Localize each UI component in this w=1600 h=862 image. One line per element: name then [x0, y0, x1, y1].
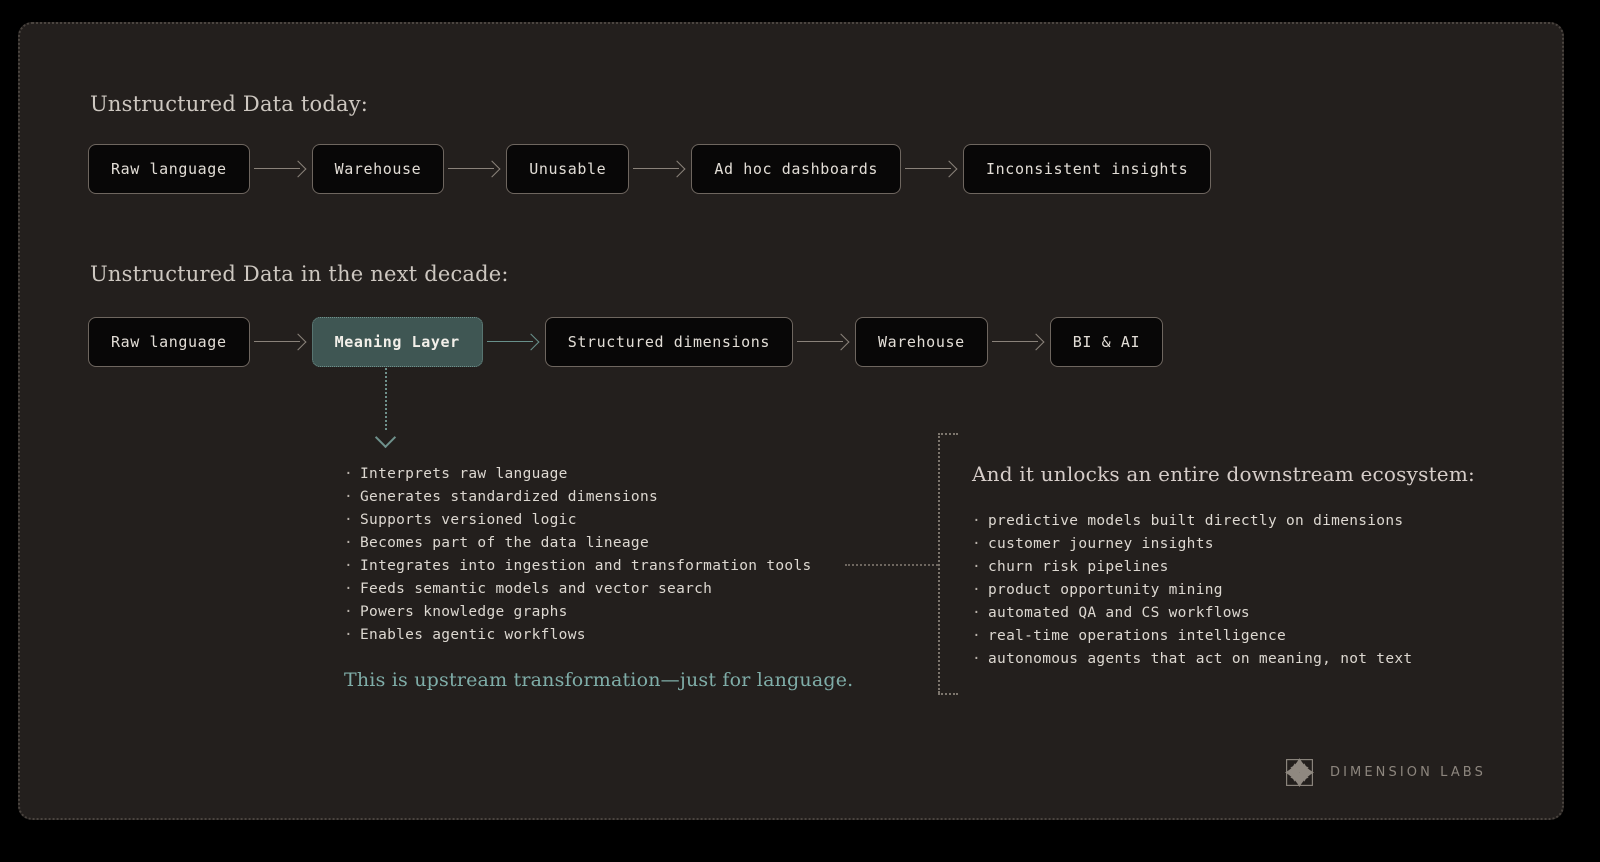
meaning-layer-dotted-connector	[385, 368, 387, 430]
flow-node-raw-language-future[interactable]: Raw language	[88, 317, 250, 367]
downstream-bracket	[938, 433, 940, 693]
upstream-transformation-note: This is upstream transformation—just for…	[344, 669, 854, 691]
bullet-icon: ·	[972, 628, 982, 644]
list-item: · Powers knowledge graphs	[344, 601, 904, 624]
slide-panel	[18, 22, 1564, 820]
bullet-icon: ·	[972, 513, 982, 529]
bullet-icon: ·	[972, 559, 982, 575]
list-item-label: real-time operations intelligence	[988, 628, 1287, 644]
bracket-cap-top	[938, 433, 958, 435]
bracket-feed-connector	[845, 564, 938, 566]
meaning-layer-bullet-list: · Interprets raw language · Generates stan…	[344, 463, 904, 647]
flow-arrow-icon	[901, 160, 963, 178]
bullet-icon: ·	[972, 536, 982, 552]
bullet-icon: ·	[344, 627, 354, 643]
list-item: · Generates standardized dimensions	[344, 486, 904, 509]
flow-arrow-icon	[250, 160, 312, 178]
flow-row-future: Raw language Meaning Layer Structured di…	[88, 317, 1164, 367]
list-item-label: Becomes part of the data lineage	[360, 535, 649, 551]
list-item-label: product opportunity mining	[988, 582, 1223, 598]
flow-arrow-icon	[988, 333, 1050, 351]
list-item-label: Supports versioned logic	[360, 512, 577, 528]
list-item: · Integrates into ingestion and transform…	[344, 555, 904, 578]
bracket-cap-bottom	[938, 693, 958, 695]
bullet-icon: ·	[344, 581, 354, 597]
list-item-label: automated QA and CS workflows	[988, 605, 1250, 621]
section-heading-future: Unstructured Data in the next decade:	[90, 262, 509, 286]
list-item-label: Interprets raw language	[360, 466, 568, 482]
list-item: · customer journey insights	[972, 533, 1532, 556]
bullet-icon: ·	[344, 489, 354, 505]
downstream-ecosystem: And it unlocks an entire downstream ecos…	[972, 462, 1532, 671]
bullet-icon: ·	[972, 605, 982, 621]
downstream-heading: And it unlocks an entire downstream ecos…	[972, 462, 1475, 486]
flow-node-inconsistent-insights[interactable]: Inconsistent insights	[963, 144, 1212, 194]
list-item-label: autonomous agents that act on meaning, n…	[988, 651, 1413, 667]
bullet-icon: ·	[972, 651, 982, 667]
section-heading-today: Unstructured Data today:	[90, 92, 369, 116]
bullet-icon: ·	[344, 535, 354, 551]
list-item: · Supports versioned logic	[344, 509, 904, 532]
flow-arrow-icon	[793, 333, 855, 351]
list-item: · automated QA and CS workflows	[972, 602, 1532, 625]
flow-node-structured-dimensions[interactable]: Structured dimensions	[544, 317, 794, 367]
list-item: · autonomous agents that act on meaning, …	[972, 648, 1532, 671]
flow-arrow-icon	[444, 160, 506, 178]
bullet-icon: ·	[344, 512, 354, 528]
list-item-label: predictive models built directly on dime…	[988, 513, 1404, 529]
flow-node-warehouse[interactable]: Warehouse	[311, 144, 445, 194]
flow-node-warehouse-future[interactable]: Warehouse	[855, 317, 988, 367]
flow-arrow-icon	[250, 333, 312, 351]
bullet-icon: ·	[972, 582, 982, 598]
list-item: · Enables agentic workflows	[344, 624, 904, 647]
flow-node-meaning-layer[interactable]: Meaning Layer	[311, 317, 483, 367]
list-item: · real-time operations intelligence	[972, 625, 1532, 648]
list-item: · churn risk pipelines	[972, 556, 1532, 579]
list-item-label: churn risk pipelines	[988, 559, 1169, 575]
dimension-labs-logo-icon	[1285, 758, 1314, 787]
list-item: · predictive models built directly on dim…	[972, 510, 1532, 533]
bullet-icon: ·	[344, 604, 354, 620]
list-item: · Feeds semantic models and vector search	[344, 578, 904, 601]
meaning-layer-details: · Interprets raw language · Generates stan…	[344, 463, 904, 691]
flow-node-unusable[interactable]: Unusable	[506, 144, 630, 194]
list-item-label: Enables agentic workflows	[360, 627, 586, 643]
flow-arrow-teal-icon	[483, 333, 545, 351]
flow-row-today: Raw language Warehouse Unusable Ad hoc d…	[88, 144, 1212, 194]
list-item-label: Integrates into ingestion and transforma…	[360, 558, 812, 574]
list-item-label: customer journey insights	[988, 536, 1214, 552]
list-item-label: Powers knowledge graphs	[360, 604, 568, 620]
flow-node-raw-language[interactable]: Raw language	[88, 144, 250, 194]
list-item: · product opportunity mining	[972, 579, 1532, 602]
bullet-icon: ·	[344, 558, 354, 574]
bullet-icon: ·	[344, 466, 354, 482]
list-item-label: Generates standardized dimensions	[360, 489, 659, 505]
brand-footer: DIMENSION LABS	[1283, 756, 1486, 789]
downstream-bullet-list: · predictive models built directly on dim…	[972, 510, 1532, 671]
flow-node-bi-and-ai[interactable]: BI & AI	[1049, 317, 1164, 367]
flow-node-ad-hoc-dashboards[interactable]: Ad hoc dashboards	[691, 144, 902, 194]
flow-arrow-icon	[629, 160, 691, 178]
list-item: · Interprets raw language	[344, 463, 904, 486]
list-item: · Becomes part of the data lineage	[344, 532, 904, 555]
list-item-label: Feeds semantic models and vector search	[360, 581, 713, 597]
brand-name: DIMENSION LABS	[1330, 765, 1486, 780]
